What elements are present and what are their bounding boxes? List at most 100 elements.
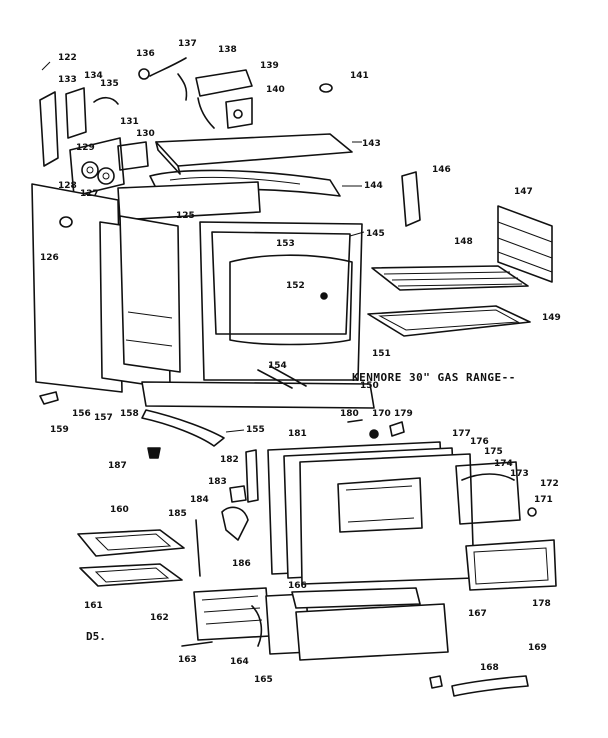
callout-182: 182: [220, 455, 239, 465]
part-burner-tube-153: [229, 254, 353, 346]
callout-128: 128: [58, 181, 77, 191]
part-bottom-pan-150: [141, 381, 375, 409]
part-insulation-lines: [125, 311, 173, 347]
part-broiler-pan-161-inner: [94, 567, 170, 583]
callout-180: 180: [340, 409, 359, 419]
callout-143: 143: [362, 139, 381, 149]
part-rack-wires: [383, 271, 523, 287]
callout-149: 149: [542, 313, 561, 323]
part-knob-129: [81, 161, 99, 179]
callout-163: 163: [178, 655, 197, 665]
part-leg-187: [147, 447, 161, 459]
part-rack-guide-lines: [497, 221, 553, 273]
part-knob-128-center: [102, 172, 110, 180]
part-rack-support-146: [401, 171, 421, 227]
part-leveler-159: [39, 391, 59, 405]
callout-178: 178: [532, 599, 551, 609]
callout-126: 126: [40, 253, 59, 263]
part-screw-171: [527, 507, 537, 517]
callout-160: 160: [110, 505, 129, 515]
part-drawer-body-lines: [201, 595, 263, 625]
part-broiler-pan-149: [367, 305, 531, 337]
callout-171: 171: [534, 495, 553, 505]
callout-179: 179: [394, 409, 413, 419]
callout-162: 162: [150, 613, 169, 623]
callout-146: 146: [432, 165, 451, 175]
part-front-frame-145: [199, 221, 363, 381]
part-hinge-arm-184: [221, 506, 249, 541]
callout-157: 157: [94, 413, 113, 423]
callout-155: 155: [246, 425, 265, 435]
leader-122: [41, 61, 51, 71]
callout-165: 165: [254, 675, 273, 685]
part-cooktop-143: [155, 133, 353, 167]
cooktop-assembly: [31, 133, 375, 459]
part-tube-138: [177, 73, 188, 101]
callout-151: 151: [372, 349, 391, 359]
part-rack-guide-147: [497, 205, 553, 283]
part-glide-163: [181, 641, 213, 647]
figure-code: D5.: [86, 630, 106, 643]
callout-141: 141: [350, 71, 369, 81]
part-oven-opening: [211, 231, 351, 335]
part-drawer-spring-164: [251, 605, 263, 647]
callout-161: 161: [84, 601, 103, 611]
part-clip-135: [93, 96, 119, 105]
part-switch-130: [117, 141, 149, 171]
callout-138: 138: [218, 45, 237, 55]
callout-130: 130: [136, 129, 155, 139]
callout-159: 159: [50, 425, 69, 435]
part-rod-185: [195, 519, 201, 577]
part-hole-140: [233, 109, 243, 119]
callout-169: 169: [528, 643, 547, 653]
part-clip-176: [389, 421, 405, 437]
callout-153: 153: [276, 239, 295, 249]
part-tube-139b: [197, 97, 215, 129]
part-clip-183: [229, 485, 247, 503]
top-small-parts: [39, 57, 333, 197]
part-side-bracket-133: [39, 91, 59, 167]
part-glass-178: [465, 539, 557, 591]
part-bracket-154: [257, 365, 307, 389]
callout-186: 186: [232, 559, 251, 569]
part-broiler-pan-161: [79, 563, 183, 587]
callout-137: 137: [178, 39, 197, 49]
broiler-drawer-assembly: [77, 529, 529, 697]
part-door-glass-172: [455, 461, 521, 525]
part-insulation-125: [119, 215, 181, 373]
racks-and-pans: [367, 171, 553, 337]
part-kick-plate-155: [141, 409, 225, 447]
callout-183: 183: [208, 477, 227, 487]
leader-145: [349, 231, 365, 237]
part-bracket-134: [65, 87, 87, 139]
part-seal-174: [461, 473, 515, 481]
callout-134: 134: [84, 71, 103, 81]
callout-181: 181: [288, 429, 307, 439]
part-hinge-182: [245, 449, 259, 503]
callout-125: 125: [176, 211, 195, 221]
part-burner-detail: [169, 176, 301, 185]
part-valve-136: [138, 68, 150, 80]
callout-164: 164: [230, 657, 249, 667]
callouts: 122 133 134 135 136 137 138 139 140 141 …: [40, 39, 561, 685]
part-burner-139: [195, 69, 253, 97]
part-knob-128: [97, 167, 115, 185]
part-screw-179: [369, 429, 379, 439]
part-door-window: [337, 477, 423, 533]
callout-170: 170: [372, 409, 391, 419]
part-control-panel-131: [69, 137, 125, 197]
callout-152: 152: [286, 281, 305, 291]
part-glass-178-inner: [473, 547, 549, 585]
part-plate-140: [225, 97, 253, 129]
part-drawer-top-186: [291, 587, 421, 609]
part-handle-168: [451, 675, 529, 697]
part-top-frame-127: [117, 181, 261, 221]
callout-144: 144: [364, 181, 383, 191]
callout-135: 135: [100, 79, 119, 89]
part-knob-141: [319, 83, 333, 93]
callout-139: 139: [260, 61, 279, 71]
callout-148: 148: [454, 237, 473, 247]
callout-173: 173: [510, 469, 529, 479]
